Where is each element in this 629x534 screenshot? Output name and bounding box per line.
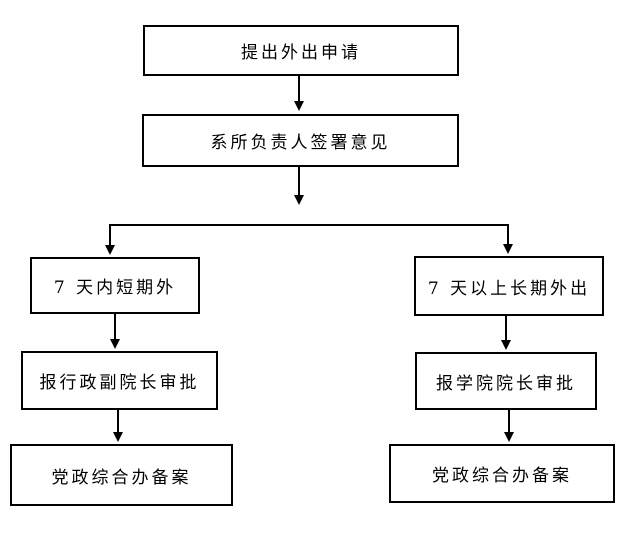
flow-node-long-term: 7 天以上长期外出: [414, 256, 604, 316]
flow-node-dean: 报学院院长审批: [415, 352, 597, 410]
flow-node-record-left: 党政综合办备案: [10, 444, 233, 506]
flow-node-dean-label: 报学院院长审批: [436, 373, 576, 394]
arrow-sign-to-branch-line: [298, 167, 300, 196]
arrow-vice-dean-to-record-head: [113, 432, 123, 442]
flow-node-record-right: 党政综合办备案: [389, 444, 615, 503]
flow-node-long-term-label: 7 天以上长期外出: [427, 278, 591, 299]
arrow-apply-to-sign-line: [298, 76, 300, 102]
arrow-sign-to-branch-head: [294, 195, 304, 205]
flow-node-vice-dean: 报行政副院长审批: [21, 351, 218, 410]
flow-node-sign-label: 系所负责人签署意见: [210, 133, 391, 153]
arrow-branch-to-short-term-head: [105, 245, 115, 255]
arrow-long-term-to-dean-line: [505, 316, 507, 341]
flow-node-short-term-label: 7 天内短期外: [53, 278, 177, 298]
flow-node-record-right-label: 党政综合办备案: [432, 466, 572, 486]
flow-node-vice-dean-label: 报行政副院长审批: [39, 373, 200, 393]
flow-node-apply-label: 提出外出申请: [241, 43, 361, 63]
arrow-apply-to-sign-head: [294, 101, 304, 111]
arrow-dean-to-record-head: [504, 432, 514, 442]
arrow-vice-dean-to-record-line: [117, 410, 119, 433]
arrow-dean-to-record-line: [508, 410, 510, 433]
arrow-long-term-to-dean-head: [501, 340, 511, 350]
flow-node-record-left-label: 党政综合办备案: [51, 467, 192, 488]
arrow-branch-to-short-term-line: [109, 224, 111, 246]
arrow-short-term-to-vice-dean-line: [114, 314, 116, 340]
arrow-branch-to-long-term-line: [507, 224, 509, 245]
arrow-short-term-to-vice-dean-head: [110, 339, 120, 349]
flow-node-short-term: 7 天内短期外: [30, 257, 200, 314]
arrow-branch-to-long-term-head: [503, 244, 513, 254]
branch-connector-line: [109, 224, 509, 226]
flow-node-apply: 提出外出申请: [143, 25, 459, 76]
flow-node-sign: 系所负责人签署意见: [142, 114, 459, 167]
